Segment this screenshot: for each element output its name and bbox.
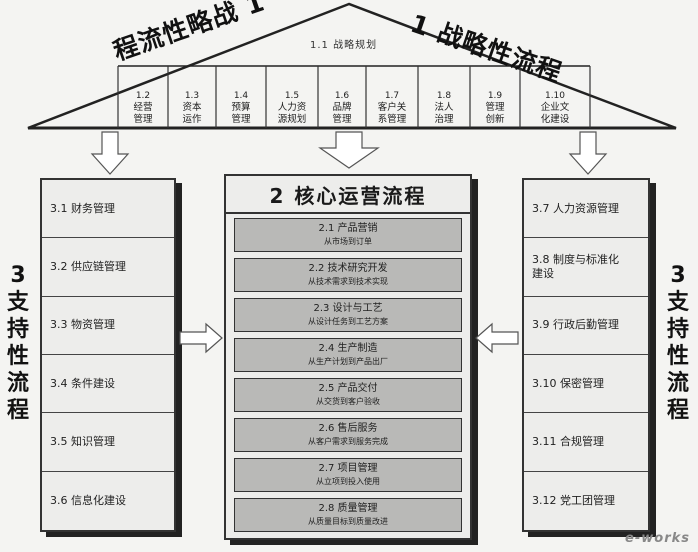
- arrow-down-left-icon: [90, 131, 130, 175]
- strategy-item-number: 1.5: [284, 91, 300, 101]
- core-process-item: 2.8 质量管理从质量目标到质量改进: [234, 498, 462, 532]
- roof-arrows: [90, 131, 608, 175]
- support-item: 3.5 知识管理: [42, 413, 174, 472]
- core-item-subtitle: 从客户需求到服务完成: [308, 437, 388, 446]
- core-process-item: 2.5 产品交付从交货到客户验收: [234, 378, 462, 412]
- strategy-item-number: 1.2: [135, 91, 151, 101]
- core-item-name: 2.7 项目管理: [318, 463, 378, 474]
- core-item-subtitle: 从立项到投入使用: [316, 477, 380, 486]
- core-item-name: 2.5 产品交付: [318, 383, 378, 394]
- core-item-name: 2.6 售后服务: [318, 423, 378, 434]
- strategy-item-number: 1.7: [384, 91, 400, 101]
- strategy-item-number: 1.4: [233, 91, 249, 101]
- strategy-item-name: 品牌 管理: [332, 102, 352, 125]
- core-item-name: 2.4 生产制造: [318, 343, 378, 354]
- support-item: 3.2 供应链管理: [42, 238, 174, 297]
- core-item-subtitle: 从交货到客户验收: [316, 397, 380, 406]
- core-item-name: 2.8 质量管理: [318, 503, 378, 514]
- support-item: 3.6 信息化建设: [50, 493, 126, 507]
- strategy-item-number: 1.8: [436, 91, 452, 101]
- core-item-subtitle: 从质量目标到质量改进: [308, 517, 388, 526]
- arrow-down-right-icon: [568, 131, 608, 175]
- core-item-subtitle: 从市场到订单: [324, 237, 372, 246]
- support-label-right: 3 支 持 性 流 程: [666, 263, 689, 423]
- arrow-right-icon: [179, 322, 223, 354]
- support-label-left: 3 支 持 性 流 程: [6, 263, 29, 423]
- core-process-item: 2.1 产品营销从市场到订单: [234, 218, 462, 252]
- strategy-item-name: 客户关 系管理: [377, 102, 407, 125]
- core-process-item: 2.7 项目管理从立项到投入使用: [234, 458, 462, 492]
- strategy-item-name: 资本 运作: [182, 102, 202, 125]
- strategy-planning-label: 1.1 战略规划: [310, 40, 378, 51]
- core-process-item: 2.4 生产制造从生产计划到产品出厂: [234, 338, 462, 372]
- strategy-item-name: 预算 管理: [231, 102, 251, 125]
- support-item: 3.12 党工团管理: [532, 493, 615, 507]
- strategy-item-name: 经营 管理: [133, 102, 153, 125]
- strategy-item-name: 法人 治理: [434, 102, 454, 125]
- core-item-subtitle: 从技术需求到技术实现: [308, 277, 388, 286]
- strategy-item-name: 人力资 源规划: [277, 102, 307, 125]
- support-item: 3.3 物资管理: [42, 297, 174, 355]
- arrow-down-center-icon: [318, 131, 380, 169]
- support-item: 3.8 制度与标准化 建设: [524, 238, 648, 297]
- support-item: 3.1 财务管理: [42, 180, 174, 239]
- arrow-left-icon: [475, 322, 519, 354]
- strategy-item-number: 1.6: [334, 91, 350, 101]
- support-item: 3.4 条件建设: [42, 355, 174, 414]
- core-title: 2 核心运营流程: [226, 176, 470, 214]
- strategy-item-number: 1.3: [184, 91, 200, 101]
- support-item: 3.10 保密管理: [524, 355, 648, 414]
- core-column: 2 核心运营流程 2.1 产品营销从市场到订单 2.2 技术研究开发从技术需求到技…: [224, 174, 472, 540]
- core-process-item: 2.2 技术研究开发从技术需求到技术实现: [234, 258, 462, 292]
- core-item-name: 2.2 技术研究开发: [308, 263, 388, 274]
- support-item: 3.9 行政后勤管理: [524, 297, 648, 355]
- core-item-name: 2.3 设计与工艺: [313, 303, 383, 314]
- strategy-item-name: 企业文 化建设: [540, 102, 570, 125]
- core-item-subtitle: 从设计任务到工艺方案: [308, 317, 388, 326]
- watermark-logo: e-works: [625, 531, 690, 546]
- core-process-item: 2.3 设计与工艺从设计任务到工艺方案: [234, 298, 462, 332]
- strategy-item-number: 1.9: [487, 91, 503, 101]
- strategy-item-number: 1.10: [544, 91, 566, 101]
- support-item: 3.11 合规管理: [524, 413, 648, 472]
- core-process-item: 2.6 售后服务从客户需求到服务完成: [234, 418, 462, 452]
- strategy-item-name: 管理 创新: [485, 102, 505, 125]
- core-item-name: 2.1 产品营销: [318, 223, 378, 234]
- core-item-subtitle: 从生产计划到产品出厂: [308, 357, 388, 366]
- support-item: 3.7 人力资源管理: [524, 180, 648, 239]
